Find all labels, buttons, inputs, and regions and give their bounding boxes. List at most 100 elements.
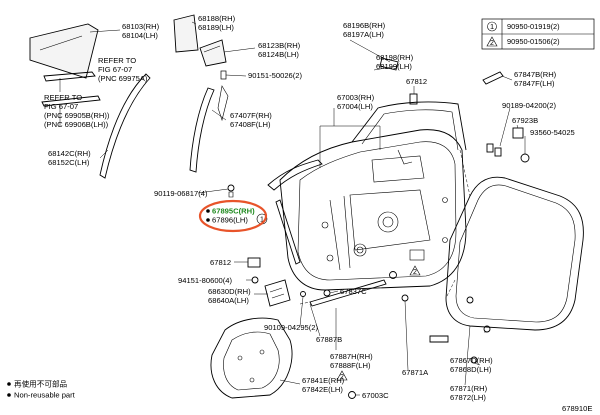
label-68640: 68640A(LH) (208, 296, 249, 305)
screw-icon (520, 153, 530, 163)
legend-row1-num: 1 (490, 22, 494, 31)
bolt-90109 (300, 291, 306, 297)
label-68123: 68123B(RH) (258, 41, 301, 50)
label-67004: 67004(LH) (337, 102, 373, 111)
label-67408: 67408F(LH) (230, 120, 271, 129)
label-68142: 68142C(RH) (48, 149, 91, 158)
label-94151: 94151-80600(4) (178, 276, 233, 285)
label-67003: 67003(RH) (337, 93, 375, 102)
label-67872: 67872(LH) (450, 393, 486, 402)
door-panel (279, 101, 467, 291)
label-67842: 67842E(LH) (302, 385, 343, 394)
note-dot-icon (7, 393, 11, 397)
clip-67812 (409, 93, 418, 105)
callout-2: 2 (413, 269, 417, 276)
highlight-ring (198, 199, 268, 233)
legend-row2-num: 2 (490, 40, 494, 47)
label-67887h: 67887H(RH) (330, 352, 373, 361)
garnish-clip (379, 57, 399, 71)
door-front-strip (275, 199, 301, 265)
label-67871a: 67871A (402, 368, 429, 377)
label-68199: 68199(LH) (376, 62, 412, 71)
legend-triangle-icon (486, 36, 498, 47)
grommet (389, 271, 397, 279)
clip-icon (220, 70, 227, 80)
label-68189: 68189(LH) (198, 23, 234, 32)
label-90109: 90109-04295(2) (264, 323, 319, 332)
dashed-guide-a (459, 149, 471, 197)
figure-number: 678910E (562, 404, 592, 413)
note-english: Non-reusable part (14, 391, 76, 400)
stopper-part (512, 127, 524, 139)
notes: 再使用不可部品 Non-reusable part (7, 379, 76, 400)
label-68124: 68124B(LH) (258, 50, 299, 59)
strip-67871a (429, 335, 449, 343)
belt-moulding (309, 279, 387, 307)
label-68196: 68196B(RH) (343, 21, 386, 30)
label-67895: 67895C(RH) (212, 207, 255, 216)
label-ref2a: REFER TO (44, 93, 82, 102)
leader-lines (59, 21, 526, 396)
label-93560: 93560-54025 (530, 128, 575, 137)
label-90151: 90151-50026(2) (248, 71, 303, 80)
door-edge-strip (267, 159, 323, 191)
label-ref1b: FIG 67-07 (98, 65, 132, 74)
label-68197: 68197A(LH) (343, 30, 384, 39)
dashed-guide-c (299, 301, 311, 305)
callout-1: 1 (260, 217, 264, 224)
label-67812-mid: 67812 (210, 258, 231, 267)
label-ref2d: (PNC 69906B(LH)) (44, 120, 109, 129)
plug-b (466, 296, 474, 304)
clip-part-a (486, 143, 494, 153)
note-japanese: 再使用不可部品 (14, 379, 68, 389)
callout-2b: 2 (340, 374, 344, 381)
label-68198: 68198(RH) (376, 53, 414, 62)
legend-circle-icon (487, 21, 497, 32)
plug-a (401, 294, 409, 302)
label-67841: 67841E(RH) (302, 376, 345, 385)
seal-67812 (247, 257, 261, 268)
label-ref1a: REFER TO (98, 56, 136, 65)
label-68188: 68188(RH) (198, 14, 236, 23)
clip-part-b (494, 147, 502, 157)
legend-row1-part: 90950-01919(2) (507, 22, 560, 31)
label-90189: 90189-04200(2) (502, 101, 557, 110)
label-68152: 68152C(LH) (48, 158, 90, 167)
legend-table: 1 90950-01919(2) 2 90950-01506(2) (481, 18, 595, 50)
hole-plug (348, 391, 356, 399)
service-hole-cover (210, 317, 293, 399)
legend-row2-part: 90950-01506(2) (507, 37, 560, 46)
non-reusable-dot-icon (206, 209, 210, 213)
callout-2-icon (409, 265, 421, 276)
label-67812-top: 67812 (406, 77, 427, 86)
label-67887b: 67887B (316, 335, 342, 344)
label-90119: 90119-06817(4) (154, 189, 208, 198)
quarter-window-frame (173, 14, 199, 53)
cap-part (482, 71, 504, 85)
note-dot-icon (7, 382, 11, 386)
label-67837: 67837C (340, 287, 367, 296)
label-67867: 67867D(RH) (450, 356, 493, 365)
label-ref1c: (PNC 69975A) (98, 74, 148, 83)
label-67003c: 67003C (362, 391, 389, 400)
hinge (264, 279, 291, 307)
label-67871: 67871(RH) (450, 384, 488, 393)
label-68630: 68630D(RH) (208, 287, 251, 296)
run-channel-strip (43, 71, 96, 82)
dashed-guide-b (445, 279, 456, 299)
door-glass (29, 23, 99, 79)
non-reusable-dot-icon (206, 218, 210, 222)
bolt-icon (227, 184, 235, 192)
run-channel (99, 73, 151, 179)
belt-strip (41, 95, 101, 107)
label-67896: 67896(LH) (212, 216, 248, 225)
label-67847b: 67847B(RH) (514, 70, 557, 79)
label-ref2c: (PNC 69905B(RH)) (44, 111, 110, 120)
quarter-glass (199, 39, 227, 67)
label-67888: 67888F(LH) (330, 361, 371, 370)
label-67407: 67407F(RH) (230, 111, 272, 120)
division-bar (189, 87, 215, 173)
label-68103: 68103(RH) (122, 22, 160, 31)
label-67923: 67923B (512, 116, 538, 125)
